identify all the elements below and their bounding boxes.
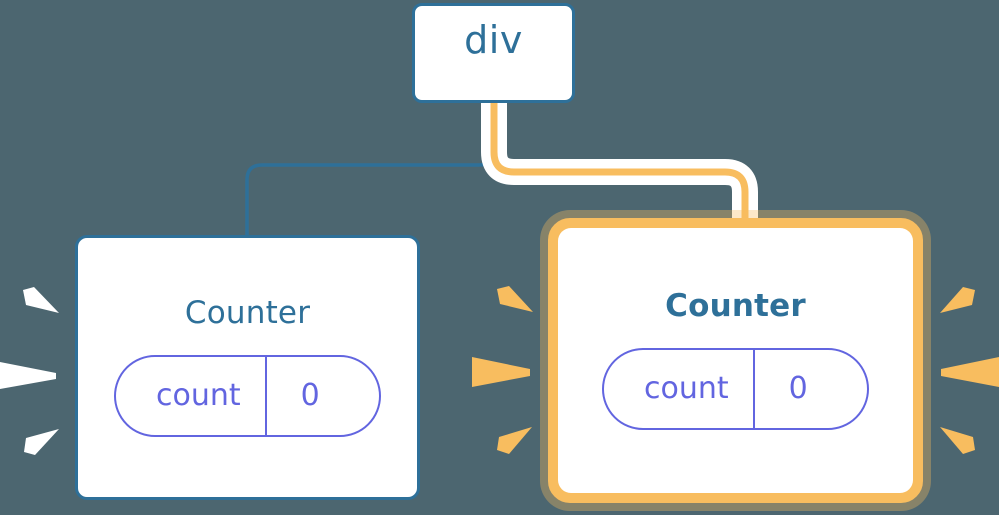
state-value-right: 0 xyxy=(752,350,842,428)
node-counter-right[interactable]: Counter count 0 xyxy=(548,218,923,503)
state-pill-right[interactable]: count 0 xyxy=(602,348,869,430)
node-counter-left-title: Counter xyxy=(184,295,311,331)
node-counter-right-title: Counter xyxy=(665,288,806,324)
state-pill-left[interactable]: count 0 xyxy=(114,355,381,437)
state-key-left: count xyxy=(156,378,241,413)
node-counter-right-inner: Counter count 0 xyxy=(558,228,913,493)
node-counter-left[interactable]: Counter count 0 xyxy=(75,235,420,500)
node-div-label: div xyxy=(464,18,523,62)
node-div[interactable]: div xyxy=(412,3,575,103)
state-key-right: count xyxy=(644,371,729,406)
state-value-left: 0 xyxy=(264,357,354,435)
edge-div-to-counter-right xyxy=(490,100,749,245)
edge-div-to-counter-left xyxy=(245,103,496,237)
